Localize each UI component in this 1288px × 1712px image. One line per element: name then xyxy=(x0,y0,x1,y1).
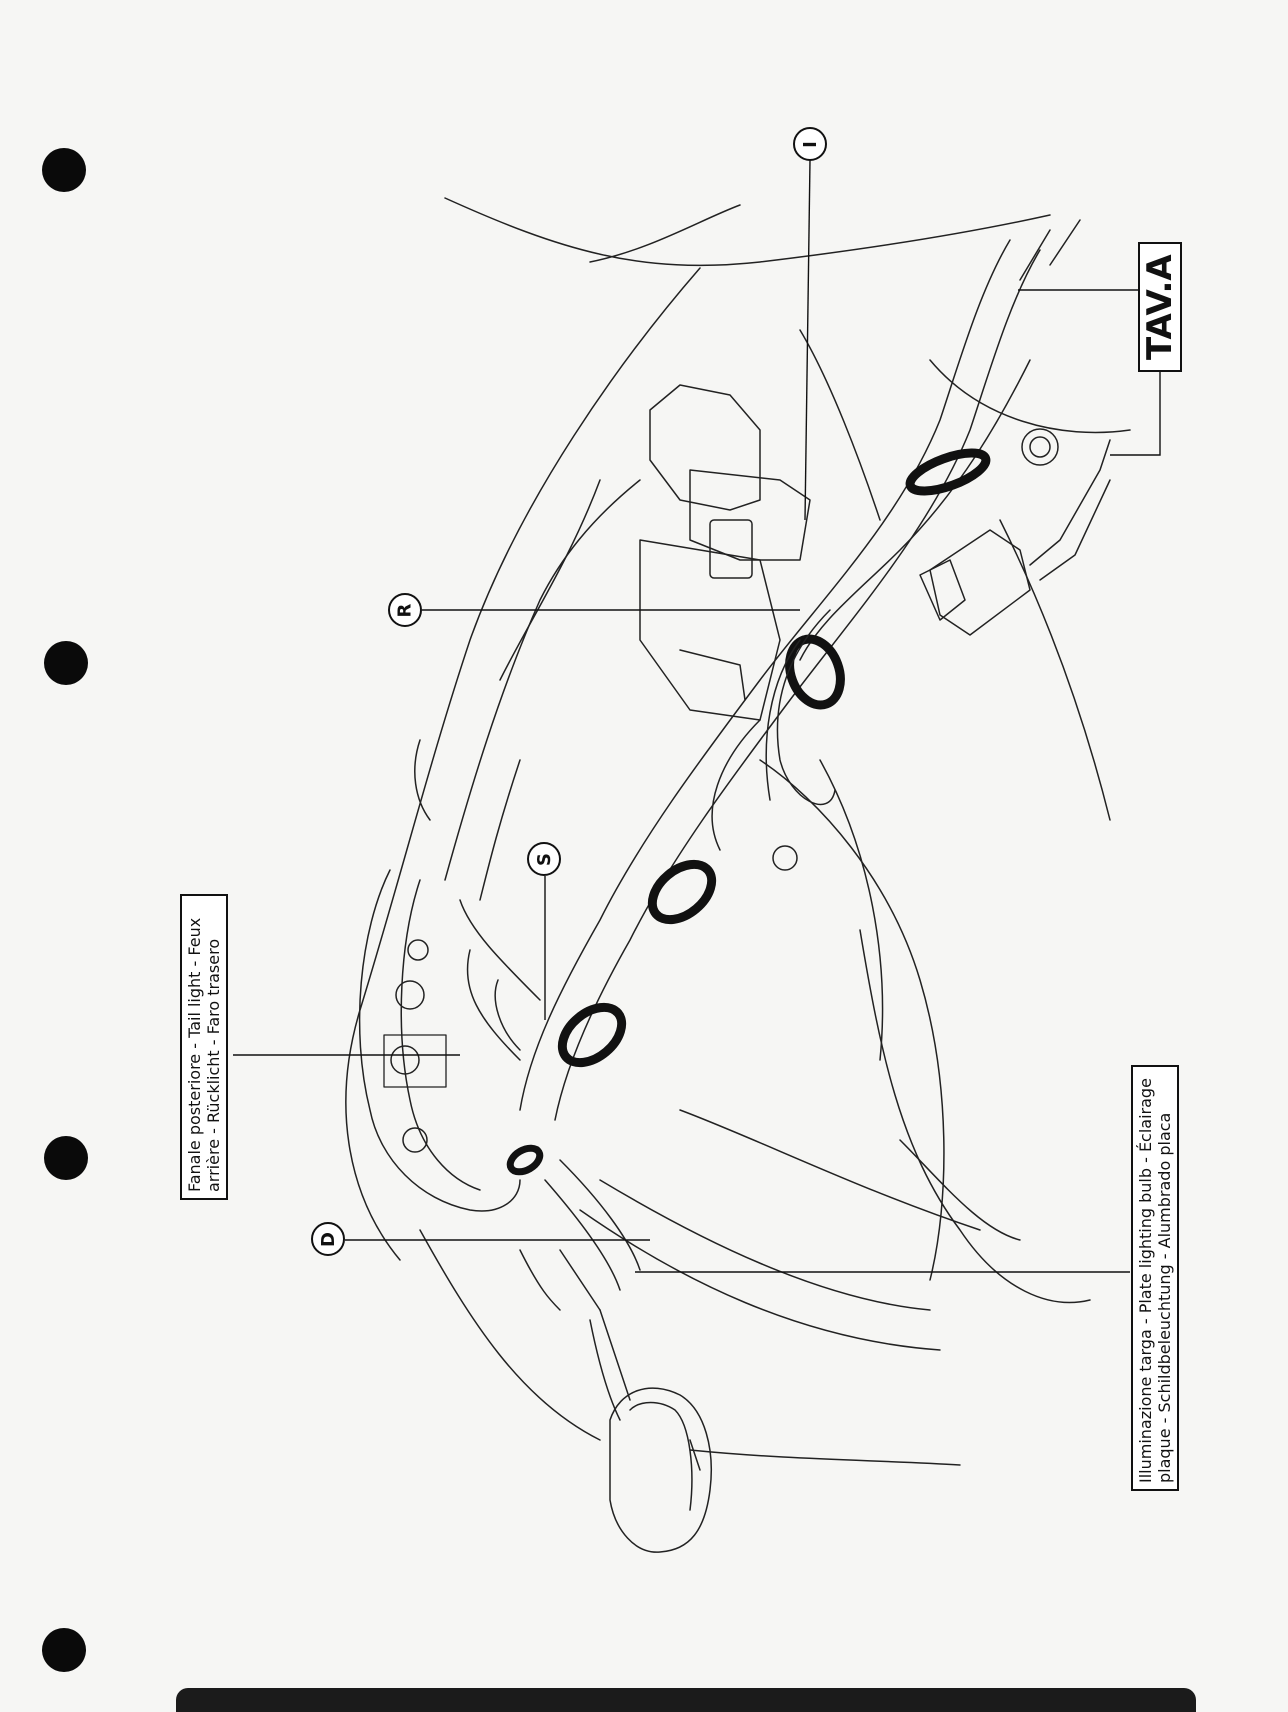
callout-r-text: R xyxy=(394,603,416,617)
connector-block xyxy=(649,384,761,511)
side-connector xyxy=(929,529,1031,636)
plate-light-housing xyxy=(609,1387,712,1553)
tail-light-label-line2: arrière - Rücklicht - Faro trasero xyxy=(204,938,223,1192)
fender-outline xyxy=(444,197,1051,267)
callout-d-text: D xyxy=(317,1231,339,1247)
body-outline-outer xyxy=(345,267,701,1261)
tail-light-label-line1: Fanale posteriore - Tail light - Feux xyxy=(185,917,204,1192)
callout-i: I xyxy=(793,127,827,161)
callout-s-text: S xyxy=(533,852,555,866)
plate-light-label: Illuminazione targa - Plate lighting bul… xyxy=(1131,1065,1179,1491)
callout-r: R xyxy=(388,593,422,627)
tail-light-housing xyxy=(358,869,521,1212)
bottom-bar xyxy=(176,1688,1196,1712)
main-harness xyxy=(519,239,1011,1111)
harness-clamp xyxy=(905,448,991,496)
plate-light-label-line2: plaque - Schildbeleuchtung - Alumbrado p… xyxy=(1155,1112,1174,1483)
binder-hole-1 xyxy=(42,148,86,192)
plate-light-label-line1: Illuminazione targa - Plate lighting bul… xyxy=(1136,1078,1155,1483)
binder-hole-2 xyxy=(44,641,88,685)
binder-hole-3 xyxy=(44,1136,88,1180)
binder-hole-4 xyxy=(42,1628,86,1672)
tav-label: TAV.A xyxy=(1138,242,1182,372)
callout-d: D xyxy=(311,1222,345,1256)
tail-light-label: Fanale posteriore - Tail light - Feux ar… xyxy=(180,894,228,1200)
callout-s: S xyxy=(527,842,561,876)
callout-i-text: I xyxy=(799,140,821,148)
